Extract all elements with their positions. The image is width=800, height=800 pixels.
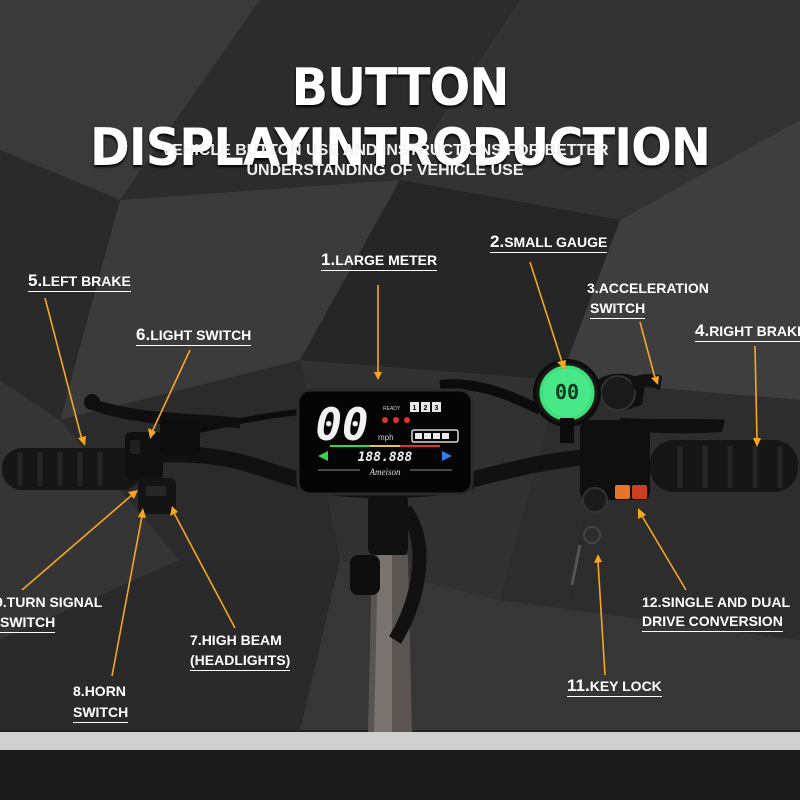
label-drive-conversion: 12.SINGLE AND DUAL: [642, 594, 790, 612]
label-text: LARGE METER: [335, 252, 438, 268]
label-acceleration-line2: SWITCH: [590, 300, 646, 319]
label-right-brake: 4.RIGHT BRAKE: [695, 322, 800, 342]
label-number: 11.: [567, 676, 590, 695]
label-number: 4.: [695, 321, 710, 340]
meter-brand: Ameison: [369, 467, 401, 477]
label-turn-signal-line2: SWITCH: [0, 614, 56, 633]
label-number: 5.: [28, 271, 43, 290]
label-small-gauge: 2.SMALL GAUGE: [490, 232, 608, 253]
meter-gear-3: 3: [435, 405, 439, 412]
label-number: 1.: [321, 250, 336, 269]
large-meter: [296, 388, 474, 496]
label-number: 2.: [490, 232, 505, 251]
label-acceleration: 3.ACCELERATION: [587, 280, 709, 298]
label-text: RIGHT BRAKE: [709, 323, 800, 339]
meter-speed: 00: [316, 400, 369, 451]
label-number: 7.: [190, 632, 202, 648]
label-text: LIGHT SWITCH: [150, 327, 252, 343]
floor-strip: [0, 732, 800, 750]
label-horn-line2: SWITCH: [73, 704, 129, 723]
label-number: 12.: [642, 594, 662, 610]
label-high-beam-line2: (HEADLIGHTS): [190, 652, 291, 671]
subtitle-line-1: VEHICLE BUTTON USE AND INSTRUCTIONS FOR …: [161, 142, 609, 159]
label-text: HORN: [84, 683, 126, 699]
label-large-meter: 1.LARGE METER: [321, 250, 438, 271]
subtitle-line-2: UNDERSTANDING OF VEHICLE USE: [246, 162, 524, 179]
label-text: SINGLE AND DUAL: [661, 594, 791, 610]
small-gauge: [533, 359, 645, 443]
label-text: TURN SIGNAL: [6, 594, 103, 610]
label-text: ACCELERATION: [598, 280, 709, 296]
right-switch-block: [568, 420, 650, 601]
label-number: 8.: [73, 683, 85, 699]
label-key-lock: 11.KEY LOCK: [567, 677, 662, 697]
page-title: BUTTON DISPLAYINTRODUCTION: [90, 58, 711, 178]
label-text: LEFT BRAKE: [42, 273, 131, 289]
small-gauge-readout: 00: [555, 380, 579, 404]
label-turn-signal: 9.TURN SIGNAL: [0, 594, 102, 612]
label-text: SMALL GAUGE: [504, 234, 608, 250]
meter-odometer: 188.888: [358, 450, 413, 465]
label-horn: 8.HORN: [73, 683, 126, 701]
label-left-brake: 5.LEFT BRAKE: [28, 272, 131, 292]
label-light-switch: 6.LIGHT SWITCH: [136, 325, 252, 346]
left-switch-block: [125, 420, 200, 514]
left-brake-lever: [84, 394, 240, 428]
label-text: HIGH BEAM: [201, 632, 282, 648]
meter-gear-1: 1: [413, 405, 417, 412]
pointer-arrows: [21, 261, 761, 677]
label-number: 3.: [587, 280, 599, 296]
meter-gear-2: 2: [424, 405, 428, 412]
label-high-beam: 7.HIGH BEAM: [190, 632, 282, 650]
left-grip: [2, 448, 142, 490]
label-number: 9.: [0, 594, 7, 610]
label-drive-conversion-line2: DRIVE CONVERSION: [642, 613, 783, 632]
label-number: 6.: [136, 325, 151, 344]
right-grip: [650, 440, 798, 492]
meter-ready: READY: [383, 406, 401, 412]
steering-column: [350, 495, 427, 732]
label-text: KEY LOCK: [589, 678, 662, 694]
meter-unit: mph: [378, 433, 394, 442]
